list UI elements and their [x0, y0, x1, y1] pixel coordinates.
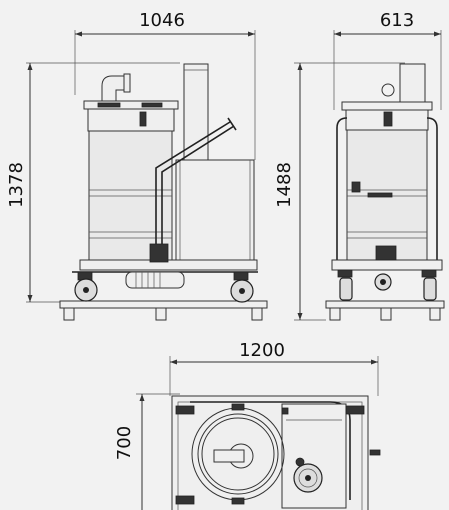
side-width-label: 1046: [139, 10, 185, 31]
top-depth-dimension: 700: [114, 393, 180, 510]
top-caster-1: [175, 405, 195, 415]
front-width-label: 613: [380, 10, 414, 31]
top-caster-2: [175, 495, 195, 505]
front-view: 613 1488: [274, 10, 445, 321]
front-height-label: 1488: [274, 162, 295, 208]
top-view: 1200 700: [114, 340, 381, 510]
side-height-dimension: 1378: [6, 62, 180, 303]
side-inlet-elbow: [101, 73, 131, 102]
top-length-dimension: 1200: [169, 340, 379, 396]
side-width-dimension: 1046: [74, 10, 256, 160]
top-drum: [191, 403, 285, 505]
side-front-caster: [74, 271, 98, 302]
front-left-caster: [337, 269, 353, 301]
front-hose: [374, 273, 392, 291]
side-motor-box: [175, 159, 255, 261]
side-pallet: [59, 300, 268, 321]
front-drum: [341, 101, 433, 261]
top-length-label: 1200: [239, 340, 285, 361]
side-handle: [155, 117, 237, 262]
side-rear-wheel: [230, 271, 254, 303]
front-height-dimension: 1488: [274, 62, 405, 321]
front-width-dimension: 613: [333, 10, 442, 110]
front-inlet-ring: [381, 83, 395, 97]
front-exhaust-pipe: [399, 63, 426, 105]
front-pallet: [325, 300, 445, 321]
side-bottom-hose: [125, 271, 185, 289]
side-drum: [83, 100, 179, 261]
top-caster-3: [345, 405, 365, 415]
top-motor-fan: [293, 457, 323, 493]
top-depth-label: 700: [114, 426, 135, 460]
side-height-label: 1378: [6, 162, 27, 208]
side-view: 1046 1378: [6, 10, 268, 321]
front-frame: [331, 117, 443, 271]
front-right-caster: [421, 269, 437, 301]
